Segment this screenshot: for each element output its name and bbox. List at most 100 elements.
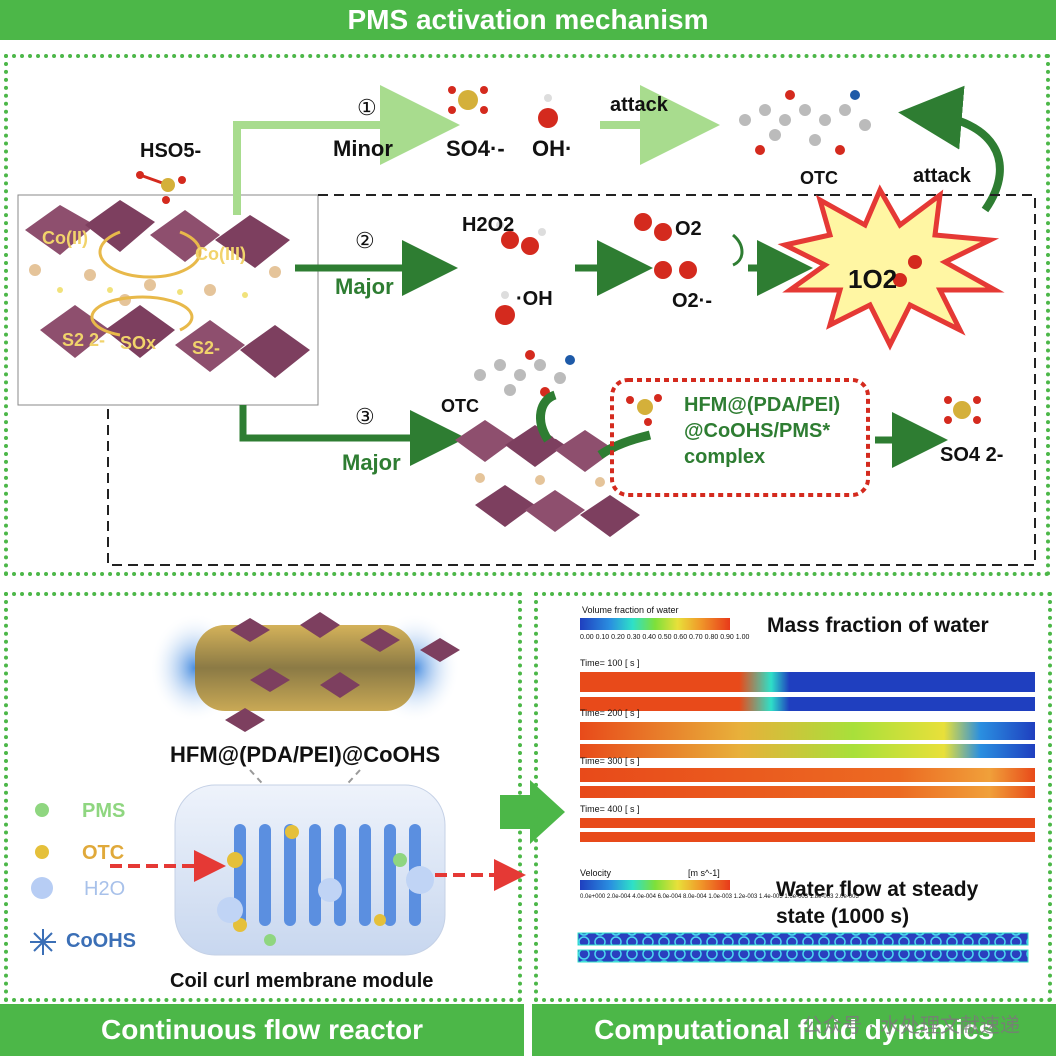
time-300-label: Time= 300 [ s ]: [580, 756, 640, 766]
time-200-label: Time= 200 [ s ]: [580, 708, 640, 718]
s2-2-label: S2 2-: [62, 330, 106, 350]
catalyst-crystal-mid: [455, 420, 640, 537]
path1-label: Minor: [333, 136, 393, 161]
attack2-arrow: [898, 85, 1004, 213]
oh-radical-label: OH·: [532, 136, 573, 161]
oh-label: ·OH: [516, 288, 553, 310]
so4-radical-label: SO4·-: [446, 136, 505, 161]
h2o2-molecule: [496, 221, 546, 255]
o2-radical-label: O2·-: [672, 290, 712, 312]
singlet-o2-molecule: [893, 255, 922, 287]
watermark: 公众号 · 水处理文献速递: [802, 1015, 1020, 1037]
time-100-bar-bottom: [580, 697, 1035, 711]
o2-radical-molecule: [654, 261, 697, 279]
pms-legend-dot: [35, 803, 49, 817]
h2o2-label: H2O2: [462, 214, 515, 236]
steady-flow-bar-top: [577, 932, 1029, 946]
path2-number: ②: [355, 228, 375, 253]
catalyst-particles: [29, 264, 281, 306]
coil-loops: [234, 824, 421, 926]
path2-label: Major: [335, 274, 394, 299]
cfd-banner: Computational fluid dynamics: [532, 1004, 1056, 1056]
catalyst-crystal-layer-top: [25, 200, 290, 268]
time-400-bar-bottom: [580, 832, 1035, 842]
h2o-legend-dot: [31, 877, 53, 899]
path3-arrow: [239, 405, 466, 466]
complex-label: HFM@(PDA/PEI) @CoOHS/PMS* complex: [684, 392, 840, 470]
otc-legend-dot: [35, 845, 49, 859]
singlet-oxygen-burst: [777, 184, 1005, 351]
transition-arrow: [500, 780, 565, 844]
sox-label: SOx: [120, 333, 157, 353]
electron-transfer-arrows: [536, 390, 652, 459]
reactor-banner: Continuous flow reactor: [0, 1004, 524, 1056]
time-400-bar-top: [580, 818, 1035, 828]
o2-curve-arrow: [731, 233, 744, 267]
attack2-label: attack: [913, 165, 971, 187]
s2-label: S2-: [192, 338, 221, 358]
path1-number: ①: [357, 95, 377, 120]
path1-arrow: [233, 85, 460, 215]
module-particles: [217, 825, 434, 946]
otc-top-label: OTC: [800, 168, 838, 188]
time-100-bar-top: [580, 672, 1035, 692]
cycle-arrow-co: [98, 230, 202, 279]
hso5-label: HSO5-: [140, 140, 202, 162]
cfd-banner-title: Computational fluid dynamics: [594, 1014, 994, 1045]
singlet-o2-label: 1O2: [848, 264, 898, 294]
otc-legend-label: OTC: [82, 842, 125, 864]
steady-flow-bar-bottom: [577, 949, 1029, 963]
mass-fraction-title: Mass fraction of water: [767, 614, 989, 637]
co2-label: Co(II): [42, 228, 88, 248]
fiber-crystals: [225, 612, 460, 732]
cooohs-legend-label: CoOHS: [66, 930, 136, 952]
time-100-label: Time= 100 [ s ]: [580, 658, 640, 668]
path3-number: ③: [355, 404, 375, 429]
complex-line-2: @CoOHS/PMS*: [684, 420, 831, 442]
so4-2-molecule: [944, 396, 981, 424]
so4-radical-molecule: [448, 86, 488, 114]
oh-radical-molecule: [538, 94, 558, 128]
cooohs-legend-icon: [30, 929, 56, 955]
water-fraction-title: Volume fraction of water: [582, 605, 679, 615]
velocity-scale: [580, 880, 730, 890]
h2o-legend-label: H2O: [84, 878, 126, 900]
complex-line-3: complex: [684, 446, 766, 468]
mechanism-panel: [4, 54, 1050, 576]
pms-complex-molecule: [626, 394, 662, 426]
complex-box: [610, 378, 870, 497]
water-fraction-scale: [580, 618, 730, 630]
reactor-banner-title: Continuous flow reactor: [101, 1014, 423, 1045]
co3-label: Co(III): [195, 244, 246, 264]
top-banner: PMS activation mechanism: [0, 0, 1056, 40]
so4-2-label: SO4 2-: [940, 444, 1004, 466]
attack1-label: attack: [610, 94, 668, 116]
oh-molecule: [495, 291, 515, 325]
membrane-label: HFM@(PDA/PEI)@CoOHS: [170, 742, 441, 767]
hollow-fiber: [195, 625, 415, 711]
electron-label: e: [552, 426, 561, 443]
velocity-unit: [m s^-1]: [688, 868, 720, 878]
time-400-label: Time= 400 [ s ]: [580, 804, 640, 814]
cfd-panel: [534, 592, 1052, 1002]
time-300-bar-bottom: [580, 786, 1035, 798]
water-fraction-ticks: 0.00 0.10 0.20 0.30 0.40 0.50 0.60 0.70 …: [580, 634, 750, 641]
o2-molecule: [634, 213, 672, 241]
otc-mid-label: OTC: [441, 396, 479, 416]
time-300-bar-top: [580, 768, 1035, 782]
top-banner-title: PMS activation mechanism: [347, 4, 709, 35]
pms-legend-label: PMS: [82, 800, 126, 822]
steady-flow-title-1: Water flow at steady: [776, 878, 979, 901]
time-200-bar-bottom: [580, 744, 1035, 758]
module-label: Coil curl membrane module: [170, 970, 434, 992]
sulfur-dots: [57, 287, 248, 298]
complex-line-1: HFM@(PDA/PEI): [684, 394, 841, 416]
hso5-molecule: [136, 171, 186, 204]
velocity-title: Velocity: [580, 868, 612, 878]
steady-flow-title-2: state (1000 s): [776, 905, 910, 928]
velocity-ticks: 0.0e+000 2.0e-004 4.0e-004 6.0e-004 8.0e…: [580, 894, 859, 900]
otc-molecule-top: [739, 90, 871, 155]
